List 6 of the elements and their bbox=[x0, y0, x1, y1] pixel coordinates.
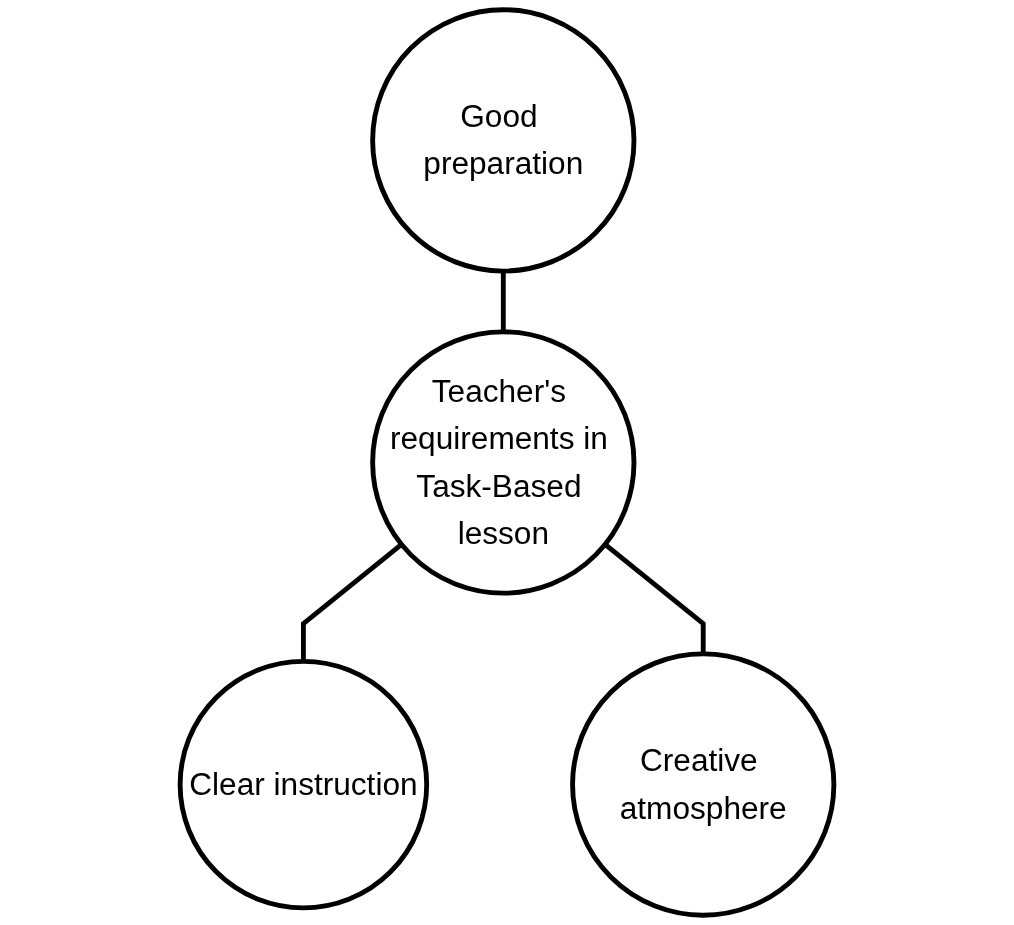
connector bbox=[500, 271, 506, 332]
connector bbox=[603, 542, 706, 654]
node-circle: Creative atmosphere bbox=[570, 651, 837, 918]
node-circle: Good preparation bbox=[370, 7, 637, 274]
node-circle: Teacher's requirements in Task-Based lesson bbox=[370, 329, 637, 596]
node-circle: Clear instruction bbox=[177, 658, 430, 911]
